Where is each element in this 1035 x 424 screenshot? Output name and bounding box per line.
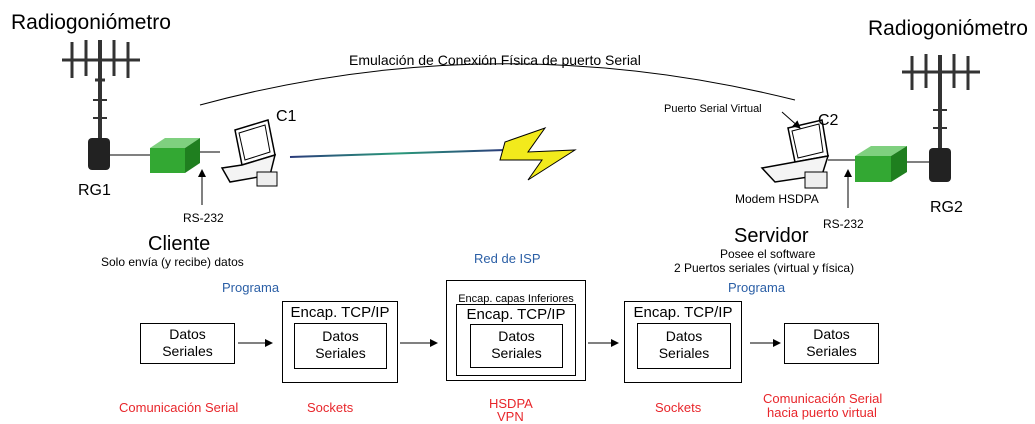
computer-label-c1: C1	[276, 108, 297, 125]
virtual-serial-label-1: Comunicación Serial	[763, 391, 883, 406]
client-description: Solo envía (y recibe) datos	[101, 255, 244, 269]
right-program-label: Programa	[728, 280, 786, 295]
box2-inner-line2: Seriales	[315, 345, 366, 361]
left-program-label: Programa	[222, 280, 280, 295]
serial-adapter-right-icon	[855, 146, 907, 182]
tcpip-box-2: Encap. TCP/IP Datos Seriales	[282, 301, 398, 383]
box3-header: Encap. TCP/IP	[466, 306, 566, 323]
box4-inner-line2: Seriales	[658, 345, 710, 361]
box3-inner: Datos Seriales	[470, 324, 563, 368]
box4-inner-line1: Datos	[665, 328, 703, 344]
laptop-c1-icon	[220, 119, 278, 187]
server-description-1: Posee el software	[720, 247, 816, 261]
rs232-label-left: RS-232	[183, 211, 224, 225]
box3-inner-line2: Seriales	[491, 345, 542, 361]
box1-line2: Seriales	[162, 343, 213, 359]
rs232-label-right: RS-232	[823, 217, 864, 231]
box5-line1: Datos	[813, 326, 850, 342]
box3-middle: Encap. TCP/IP Datos Seriales	[456, 304, 576, 376]
server-description-2: 2 Puertos seriales (virtual y física)	[674, 261, 855, 275]
rg1-label: RG1	[78, 182, 111, 199]
serial-adapter-left-icon	[150, 138, 200, 173]
right-title: Radiogoniómetro	[868, 17, 1028, 40]
lower-layers-box-3: Encap. capas Inferiores Encap. TCP/IP Da…	[446, 280, 586, 381]
hsdpa-label: HSDPA	[489, 396, 533, 411]
virtual-serial-label-2: hacia puerto virtual	[767, 405, 877, 420]
client-title: Cliente	[148, 233, 211, 255]
box3-inner-line1: Datos	[498, 328, 535, 344]
antenna-tower-right-icon	[902, 54, 980, 182]
box1-line1: Datos	[169, 326, 206, 342]
emulation-label: Emulación de Conexión Física de puerto S…	[349, 52, 641, 68]
box2-header: Encap. TCP/IP	[290, 304, 390, 321]
serial-data-box-1: Datos Seriales	[140, 323, 235, 364]
computer-label-c2: C2	[818, 112, 839, 129]
tcpip-box-4: Encap. TCP/IP Datos Seriales	[624, 301, 742, 383]
left-title: Radiogoniómetro	[11, 11, 171, 34]
box4-inner: Datos Seriales	[637, 323, 731, 369]
server-title: Servidor	[734, 225, 809, 247]
box3-outer-header: Encap. capas Inferiores	[458, 293, 574, 305]
box2-inner: Datos Seriales	[294, 323, 387, 369]
laptop-c2-icon	[760, 119, 830, 189]
sockets-label-left: Sockets	[307, 400, 354, 415]
emulation-arc	[199, 63, 796, 106]
serial-data-box-5: Datos Seriales	[784, 323, 879, 364]
antenna-tower-left-icon	[62, 40, 140, 170]
virtual-port-arrow	[781, 111, 801, 129]
modem-label: Modem HSDPA	[735, 192, 819, 206]
isp-title: Red de ISP	[474, 251, 541, 266]
box4-header: Encap. TCP/IP	[633, 304, 733, 321]
sockets-label-right: Sockets	[655, 400, 702, 415]
wireless-link-icon	[289, 127, 750, 181]
virtual-port-label: Puerto Serial Virtual	[664, 103, 762, 115]
vpn-label: VPN	[497, 409, 524, 424]
serial-communication-label: Comunicación Serial	[119, 400, 239, 415]
box5-line2: Seriales	[806, 343, 857, 359]
rg2-label: RG2	[930, 199, 963, 216]
box2-inner-line1: Datos	[322, 328, 359, 344]
